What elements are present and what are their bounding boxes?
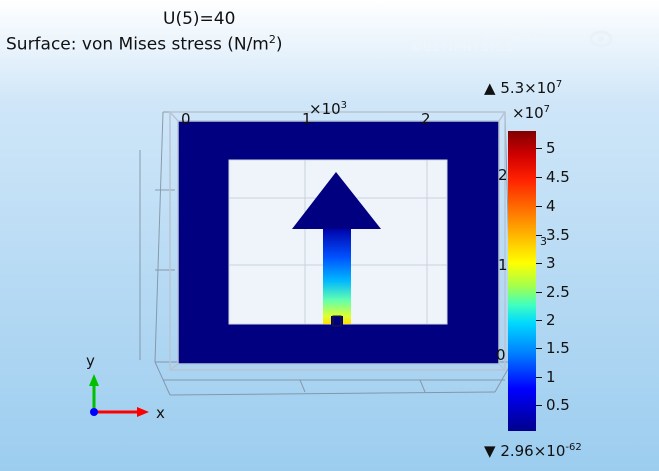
- brand-line-2: MULTIPHYSICS: [412, 41, 515, 54]
- triad-y-label: y: [86, 352, 95, 370]
- arrow-base-anchor: [310, 316, 364, 360]
- plot-title-text: Surface: von Mises stress (N/m: [6, 34, 269, 55]
- colorbar-tick-mark: [536, 263, 542, 264]
- svg-text:3: 3: [540, 235, 547, 248]
- colorbar-multiplier: ×107: [512, 104, 550, 122]
- parameter-value-title: U(5)=40: [163, 9, 236, 29]
- max-exponent: 7: [555, 79, 563, 90]
- colorbar-tick-mark: [536, 148, 542, 149]
- plot-title-end: ): [275, 34, 283, 55]
- colorbar-tick-label: 0.5: [546, 396, 570, 414]
- colorbar-multiplier-base: ×10: [512, 104, 544, 122]
- x-axis-arrow-icon: [137, 407, 149, 417]
- colorbar-tick-label: 4: [546, 197, 556, 215]
- colorbar-tick-mark: [536, 206, 542, 207]
- colorbar-tick-label: 3.5: [546, 226, 570, 244]
- top-axis-labels: 0 1 2 ×103: [181, 100, 431, 128]
- min-down-icon: ▼: [484, 442, 496, 460]
- colorbar-tick-label: 5: [546, 139, 556, 157]
- max-value-readout: ▲ 5.3×107: [484, 79, 562, 97]
- top-tick-0: 0: [181, 110, 191, 128]
- colorbar-tick-mark: [536, 348, 542, 349]
- colorbar-tick-mark: [536, 292, 542, 293]
- colorbar-tick-label: 2: [546, 311, 556, 329]
- colorbar-tick-label: 2.5: [546, 283, 570, 301]
- min-value: 2.96×10: [500, 442, 566, 460]
- frame-body: [178, 121, 499, 364]
- arrow-head: [292, 172, 381, 229]
- svg-text:0: 0: [496, 346, 506, 364]
- top-axis-multiplier: ×103: [309, 100, 347, 118]
- colorbar-tick-label: 1: [546, 368, 556, 386]
- comsol-swirl-icon: [589, 30, 613, 48]
- colorbar-tick-mark: [536, 377, 542, 378]
- min-exponent: -62: [565, 442, 582, 453]
- svg-text:2: 2: [498, 166, 508, 184]
- colorbar-tick-label: 3: [546, 254, 556, 272]
- axis-triad: y x: [86, 352, 165, 422]
- colorbar-tick-mark: [536, 177, 542, 178]
- top-tick-2: 2: [421, 110, 431, 128]
- y-axis-arrow-icon: [89, 374, 99, 386]
- max-up-icon: ▲: [484, 79, 496, 97]
- colorbar-tick-label: 4.5: [546, 168, 570, 186]
- min-value-readout: ▼ 2.96×10-62: [484, 442, 582, 460]
- frame-edges: [169, 111, 506, 371]
- colorbar-tick-mark: [536, 320, 542, 321]
- max-value: 5.3×10: [500, 79, 556, 97]
- triad-x-label: x: [156, 404, 165, 422]
- brand-line-1: COMSOL: [482, 28, 542, 41]
- arrow-shaft: [323, 228, 351, 324]
- colorbar-tick-mark: [536, 235, 542, 236]
- svg-text:1: 1: [498, 256, 508, 274]
- colorbar-multiplier-exp: 7: [543, 104, 551, 115]
- colorbar-tick-mark: [536, 405, 542, 406]
- plot-title-unit-exponent: 2: [268, 33, 276, 46]
- comsol-logo: COMSOL MULTIPHYSICS: [412, 28, 613, 62]
- colorbar-legend: [508, 131, 536, 431]
- z-axis-dot-icon: [90, 408, 98, 416]
- colorbar-tick-label: 1.5: [546, 339, 570, 357]
- plot-title: Surface: von Mises stress (N/m2): [6, 33, 283, 55]
- top-tick-1: 1: [302, 110, 312, 128]
